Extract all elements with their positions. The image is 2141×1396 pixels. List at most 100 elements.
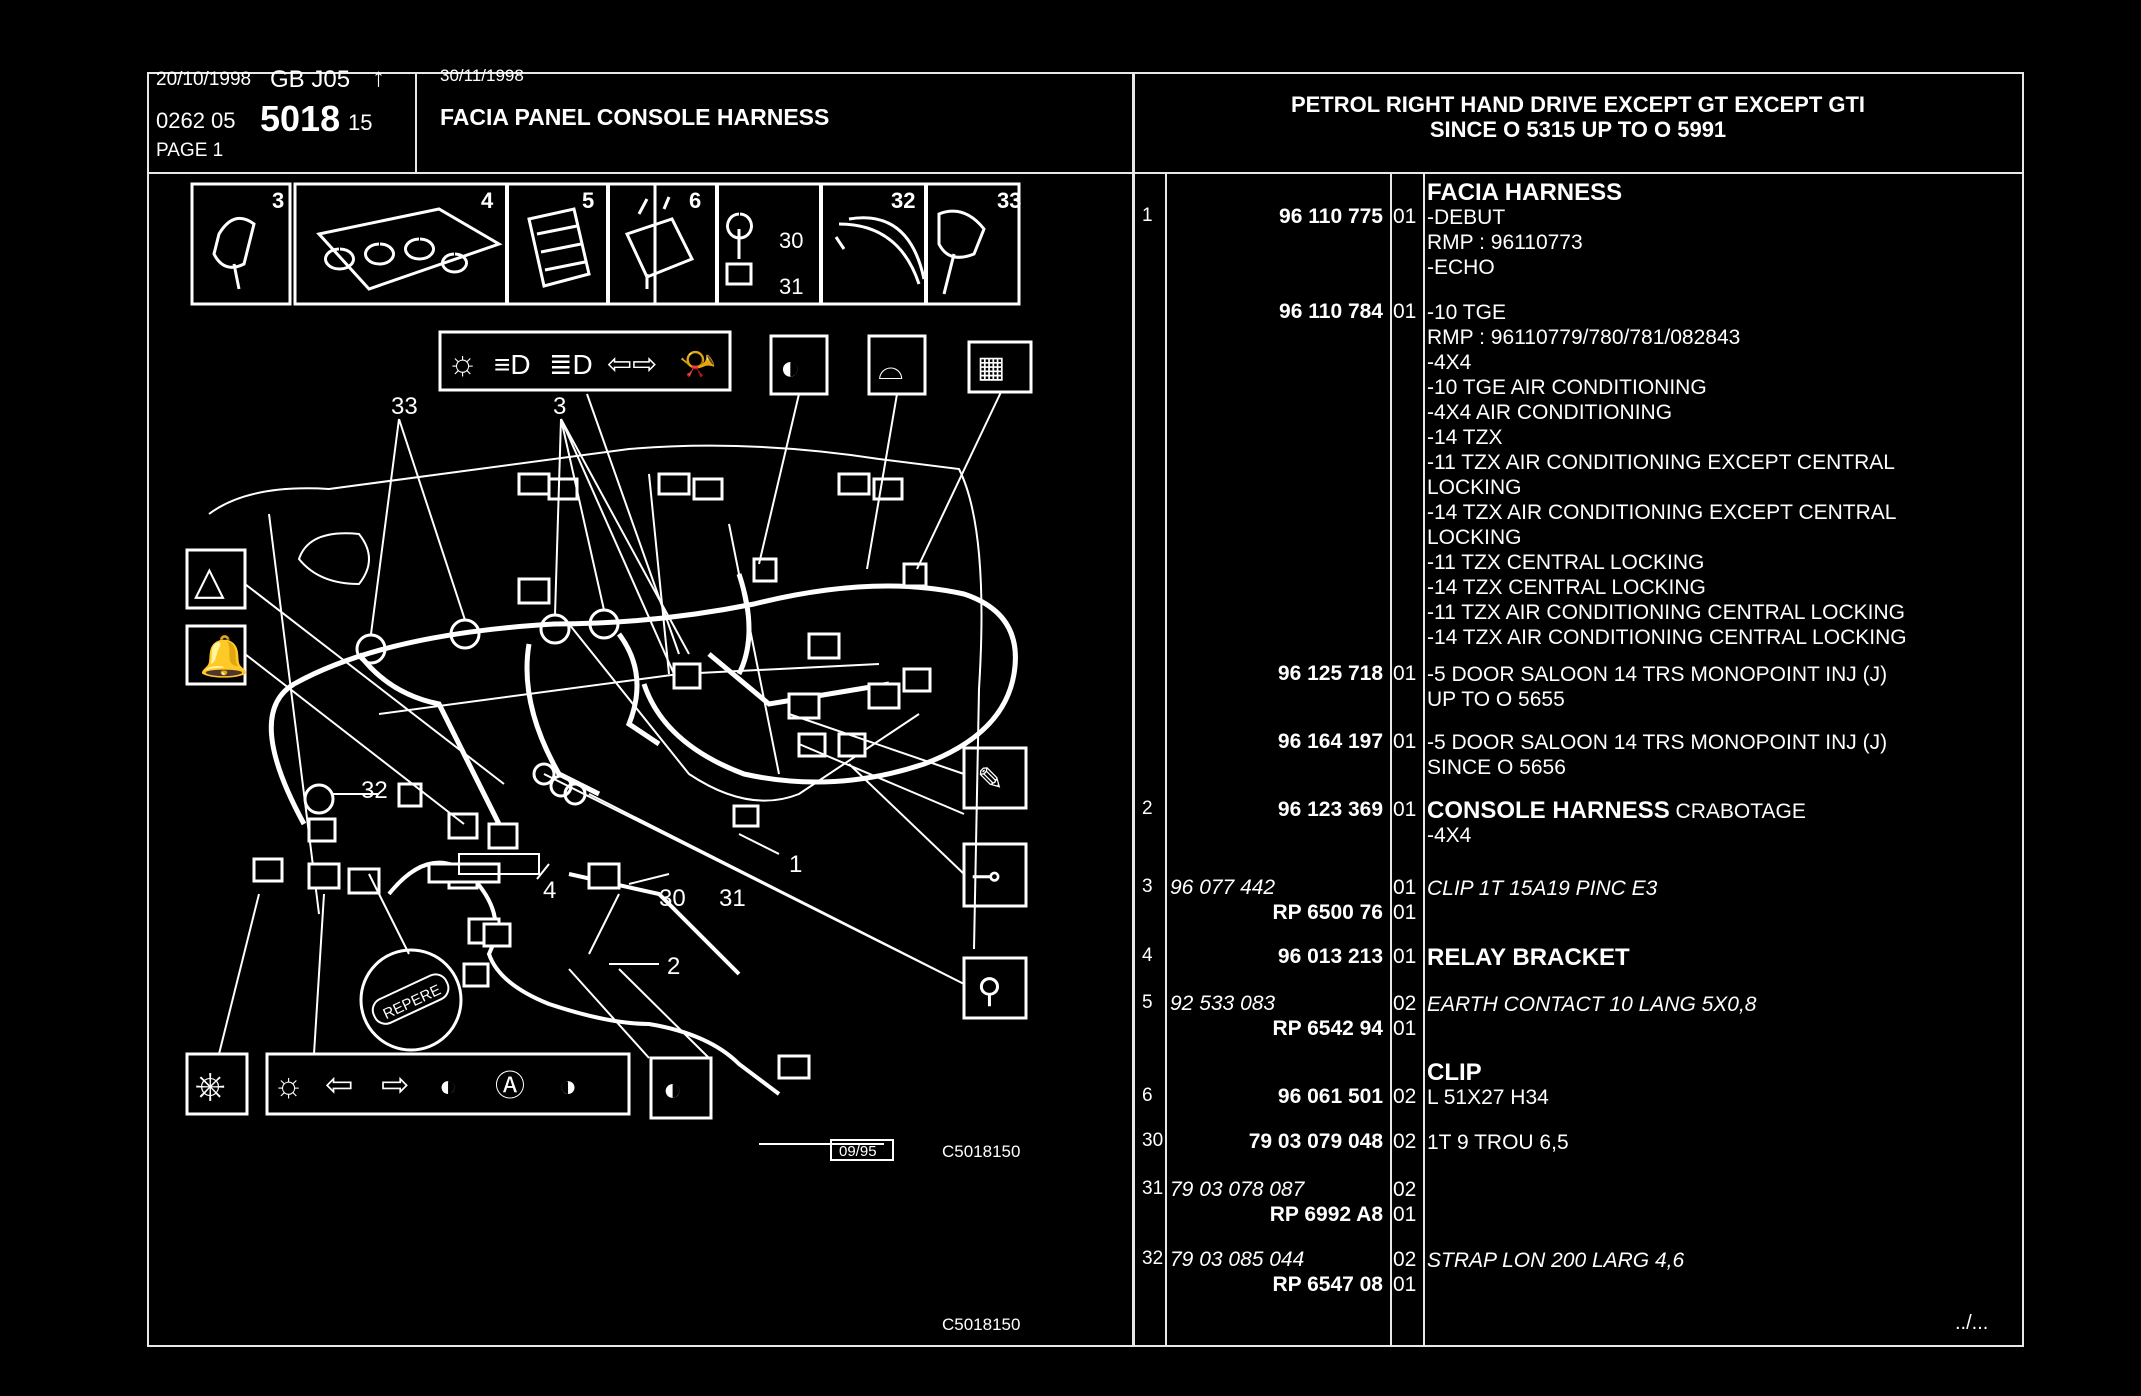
quantity: 01 <box>1393 901 1417 924</box>
description-text: -14 TZX AIR CONDITIONING EXCEPT CENTRAL <box>1427 501 1897 524</box>
description-text: -11 TZX AIR CONDITIONING CENTRAL LOCKING <box>1427 601 1906 624</box>
horn-icon: 📯 <box>679 348 716 381</box>
item-number: 32 <box>1142 1248 1164 1269</box>
description-line: -14 TZX CENTRAL LOCKING <box>1427 575 1706 600</box>
description-line: -4X4 <box>1427 350 1471 375</box>
page-title: FACIA PANEL CONSOLE HARNESS <box>440 104 830 130</box>
quantity: 01 <box>1393 205 1417 228</box>
quantity: 01 <box>1393 1273 1417 1296</box>
part-number: 96 061 501 <box>1277 1085 1383 1108</box>
thumb-frame-4 <box>293 182 657 306</box>
description-text: RMP : 96110779/780/781/082843 <box>1427 326 1741 349</box>
callout-30: 30 <box>659 885 686 912</box>
quantity: 01 <box>1393 945 1417 968</box>
description-text: -5 DOOR SALOON 14 TRS MONOPOINT INJ (J) <box>1427 663 1888 686</box>
rear-demist-icon: ▦ <box>977 351 1005 384</box>
description-suffix: CRABOTAGE <box>1669 800 1806 823</box>
description-text: CLIP 1T 15A19 PINC E3 <box>1427 877 1658 900</box>
description-line: -ECHO <box>1427 255 1495 280</box>
rear-fog-icon: ◑ <box>559 1070 577 1103</box>
description-text: -14 TZX AIR CONDITIONING CENTRAL LOCKING <box>1427 626 1907 649</box>
part-number: 92 533 083 <box>1170 992 1276 1015</box>
main-divider <box>1132 72 1135 1347</box>
up-arrow-icon: ↑ <box>372 62 385 92</box>
ref-prefix: 0262 05 <box>156 108 236 133</box>
thumb-label-4: 4 <box>481 188 494 213</box>
lamp-icon-2: ☼ <box>273 1066 304 1104</box>
dipped-beam-icon: ≡D <box>494 349 531 380</box>
description-text: UP TO O 5655 <box>1427 688 1565 711</box>
thumb-label-32: 32 <box>891 188 915 213</box>
description-line: -5 DOOR SALOON 14 TRS MONOPOINT INJ (J) <box>1427 730 1887 755</box>
description-text: CONSOLE HARNESS <box>1427 797 1670 824</box>
thumb-label-6: 6 <box>689 188 701 213</box>
drawing-code-1: C5018150 <box>942 1142 1020 1161</box>
hazard-symbol-box <box>185 548 247 610</box>
quantity: 02 <box>1393 1130 1417 1153</box>
switch-symbol-box-2 <box>962 842 1028 908</box>
callout-1: 1 <box>789 851 802 878</box>
hazard-icon: △ <box>194 559 225 603</box>
description-line: -5 DOOR SALOON 14 TRS MONOPOINT INJ (J) <box>1427 662 1887 687</box>
description-text: -14 TZX CENTRAL LOCKING <box>1427 576 1706 599</box>
callout-31: 31 <box>719 885 746 912</box>
page-frame <box>147 72 2024 1347</box>
thumb-label-30: 30 <box>779 228 803 253</box>
part-number: 79 03 079 048 <box>1248 1130 1383 1153</box>
description-line: RELAY BRACKET <box>1427 945 1630 971</box>
callout-2: 2 <box>667 953 680 980</box>
thumb-label-33: 33 <box>997 188 1021 213</box>
description-line: -DEBUT <box>1427 205 1505 230</box>
quantity: 02 <box>1393 1085 1417 1108</box>
continued-marker: ../... <box>1955 1312 1989 1334</box>
auto-lamp-icon: Ⓐ <box>495 1070 525 1103</box>
steering-symbol-box <box>185 1052 249 1116</box>
foglamp-icon: ◐ <box>780 349 801 387</box>
description-line: -10 TGE <box>1427 300 1506 325</box>
quantity: 01 <box>1393 1017 1417 1040</box>
quantity: 02 <box>1393 1248 1417 1271</box>
callout-33: 33 <box>391 393 418 420</box>
item-number: 6 <box>1142 1085 1153 1106</box>
drawing-code-2: C5018150 <box>942 1315 1020 1334</box>
part-number: 96 077 442 <box>1170 876 1276 899</box>
sidelight-icon: ◐ <box>439 1070 457 1103</box>
description-line: LOCKING <box>1427 475 1522 500</box>
date2: 30/11/1998 <box>440 66 524 85</box>
description-line: CLIP <box>1427 1060 1482 1086</box>
applicability-line1: PETROL RIGHT HAND DRIVE EXCEPT GT EXCEPT… <box>1290 92 1866 117</box>
description-line: -11 TZX AIR CONDITIONING CENTRAL LOCKING <box>1427 600 1905 625</box>
description-line: STRAP LON 200 LARG 4,6 <box>1427 1248 1684 1273</box>
headlamp-icon: ◐ <box>663 1071 682 1107</box>
description-text: SINCE O 5656 <box>1427 756 1566 779</box>
gauge-switch-icon: ⚲ <box>977 972 1002 1010</box>
description-line: -14 TZX AIR CONDITIONING CENTRAL LOCKING <box>1427 625 1907 650</box>
lighting-symbols-box <box>438 330 732 392</box>
callout-4: 4 <box>543 877 556 904</box>
quantity: 01 <box>1393 798 1417 821</box>
bell-icon: 🔔 <box>199 635 249 679</box>
quantity: 01 <box>1393 300 1417 323</box>
part-number: 96 110 775 <box>1279 205 1383 228</box>
thumb-frame-right <box>653 182 1021 306</box>
part-number: RP 6542 94 <box>1272 1017 1383 1040</box>
description-text: -DEBUT <box>1427 206 1506 229</box>
description-line: -11 TZX CENTRAL LOCKING <box>1427 550 1704 575</box>
part-number: 96 123 369 <box>1277 798 1383 821</box>
description-text: -11 TZX AIR CONDITIONING EXCEPT CENTRAL <box>1427 451 1895 474</box>
headlamp-symbol-box <box>649 1056 713 1120</box>
header-divider-right <box>1134 172 2022 174</box>
col-rule-pn <box>1390 172 1392 1347</box>
washer-icon: ⌓ <box>878 350 903 386</box>
right-indicator-icon: ⇨ <box>381 1066 410 1104</box>
part-number: 79 03 085 044 <box>1170 1248 1305 1271</box>
thumb-label-31: 31 <box>779 274 803 299</box>
description-text: CLIP <box>1427 1059 1482 1086</box>
quantity: 02 <box>1393 992 1417 1015</box>
description-line: UP TO O 5655 <box>1427 687 1565 712</box>
description-line: 1T 9 TROU 6,5 <box>1427 1130 1569 1155</box>
lamp-icon: ☼ <box>447 344 478 382</box>
quantity: 01 <box>1393 1203 1417 1226</box>
description-line: -10 TGE AIR CONDITIONING <box>1427 375 1707 400</box>
part-number: 96 013 213 <box>1277 945 1383 968</box>
